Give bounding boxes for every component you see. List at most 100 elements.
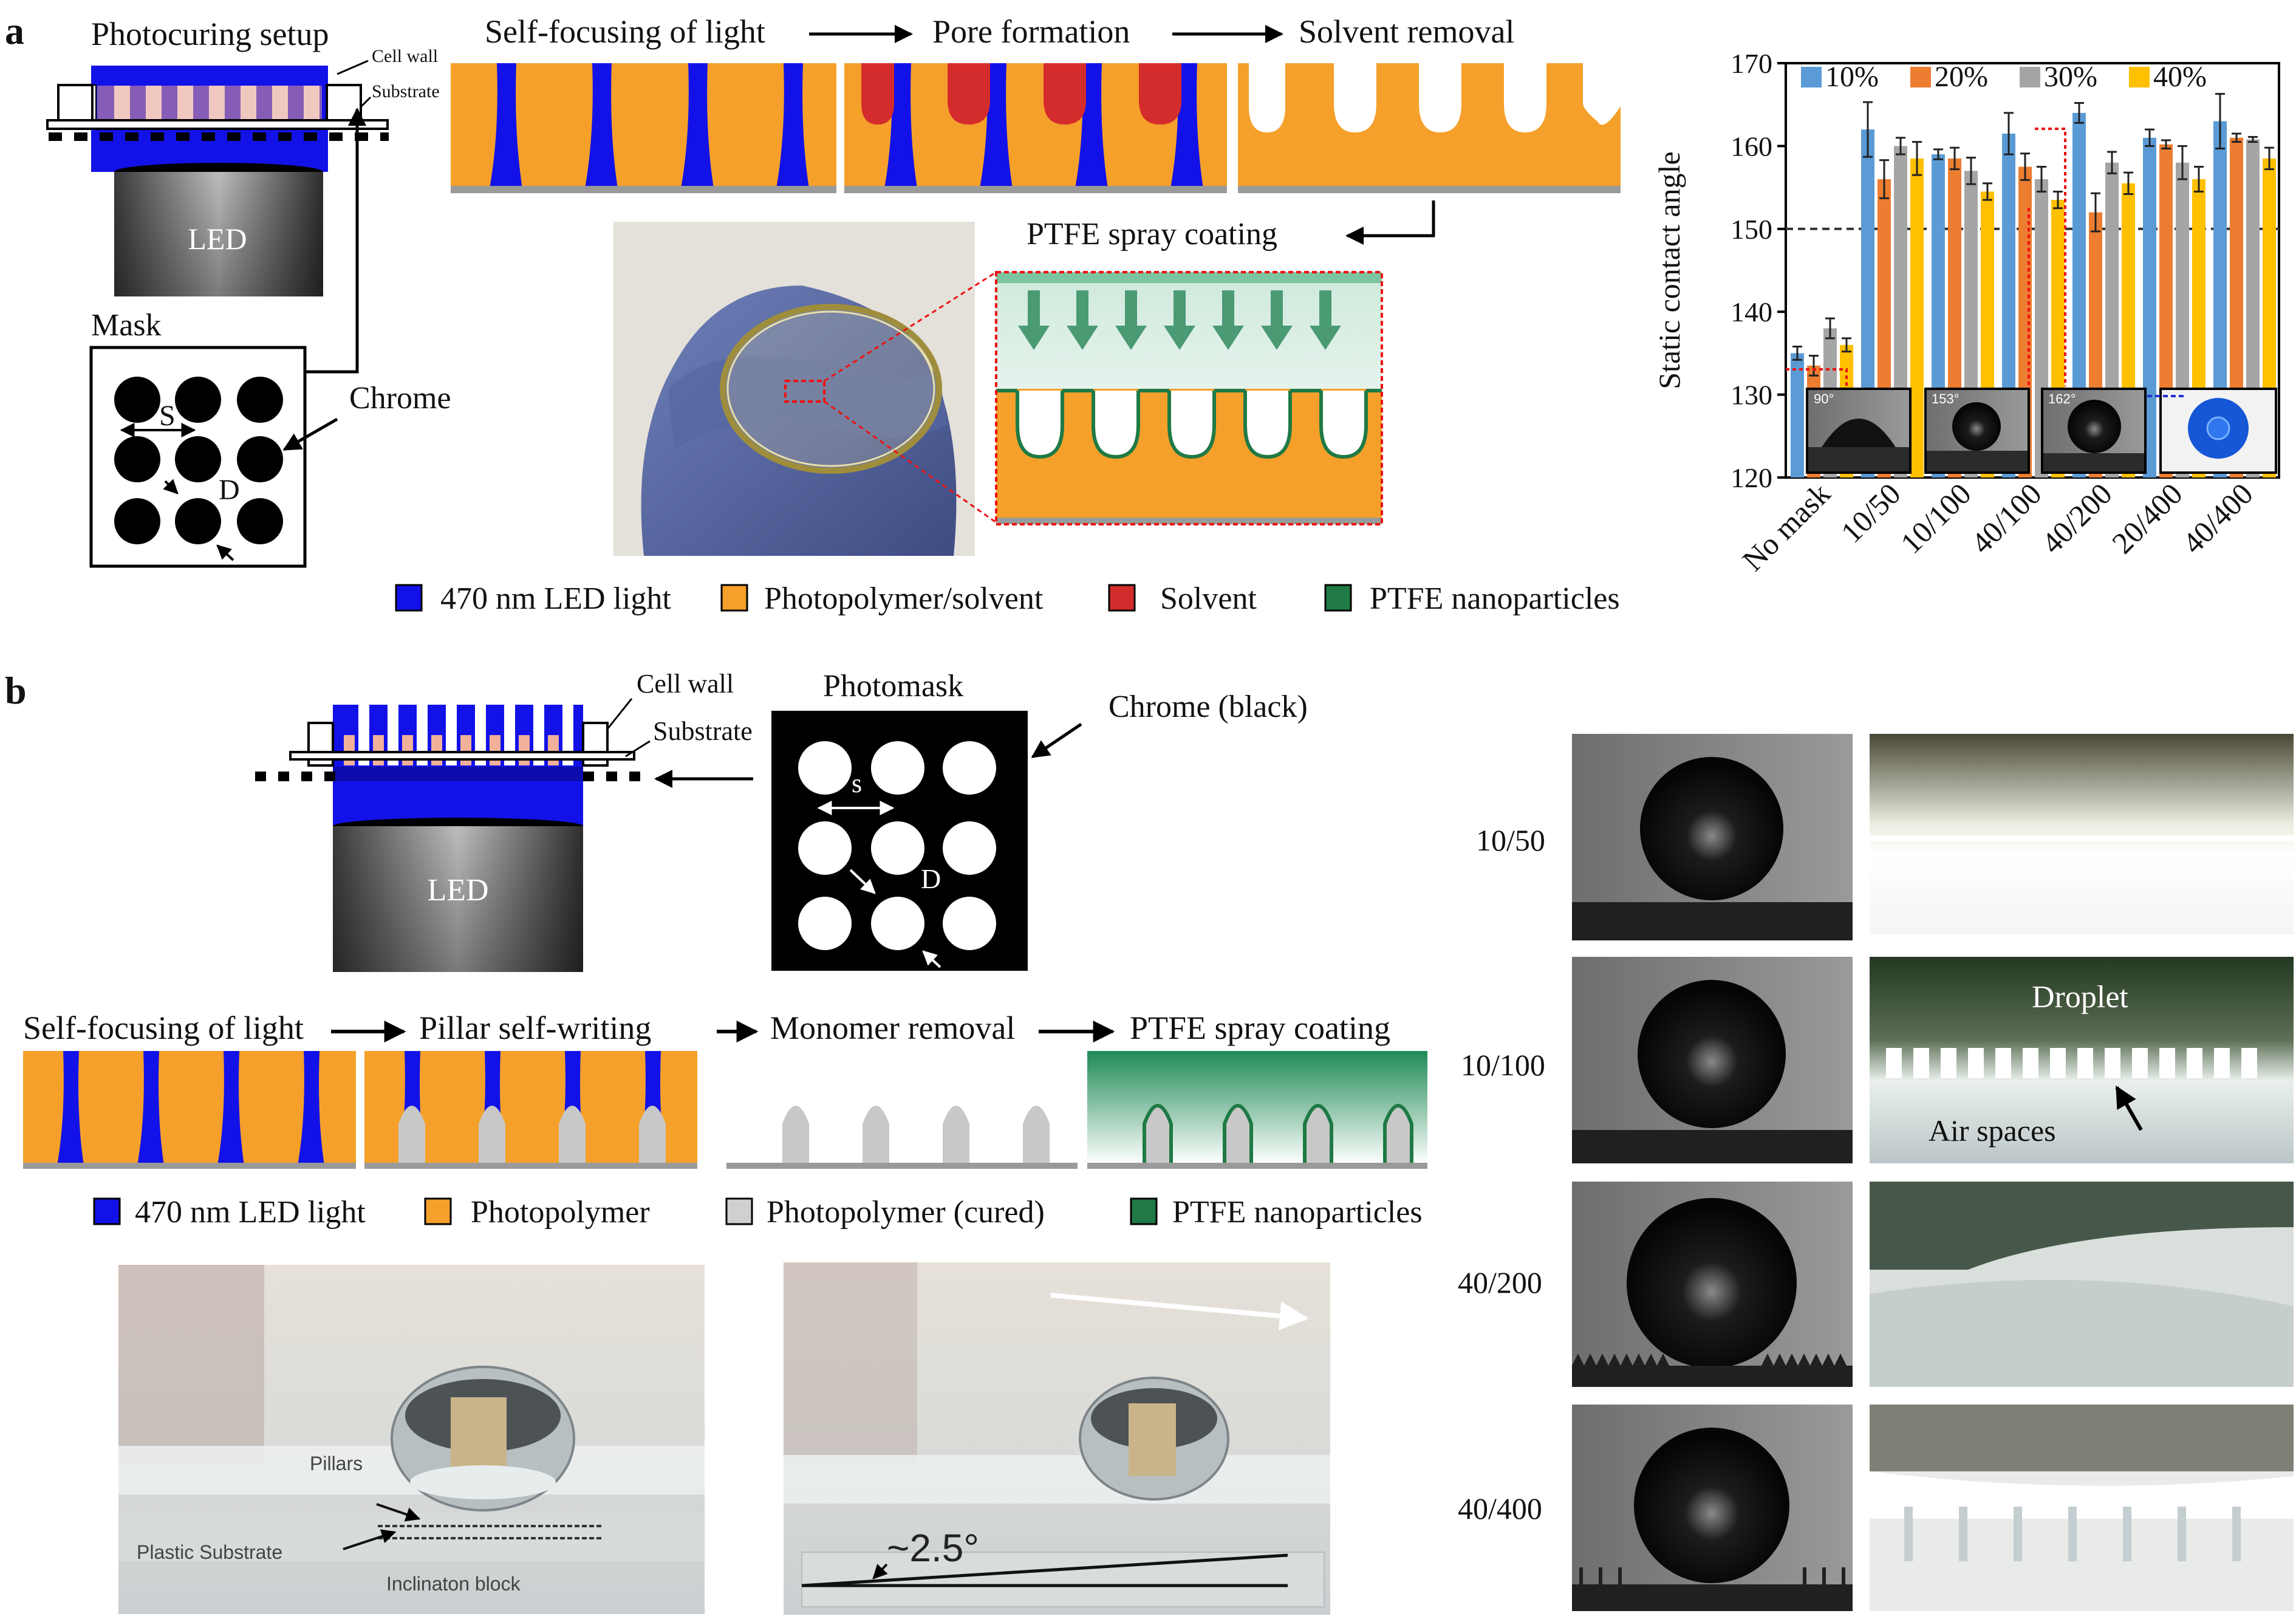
inset-blue-droplet — [2159, 388, 2277, 474]
ptfe-coating-schematic — [995, 271, 1383, 525]
legend-a-item-4: PTFE nanoparticles — [1370, 581, 1620, 616]
microscopy-grid: 10/50 10/100 40/200 40/400 — [1458, 734, 2294, 1611]
interface-micrograph-4 — [1870, 1405, 2294, 1611]
inset-angle-3: 162° — [2048, 391, 2076, 406]
b-step-3-monomer-removal — [726, 1106, 1078, 1169]
air-spaces-label: Air spaces — [1929, 1114, 2056, 1148]
mask-d-label: D — [219, 474, 240, 506]
legend-b: 470 nm LED light Photopolymer Photopolym… — [93, 1195, 1423, 1230]
x-tick-label: 40/100 — [1964, 476, 2048, 560]
b-step-2-pillar-writing — [364, 1051, 697, 1169]
legend-swatch — [2129, 67, 2150, 87]
photomask-diagram: s D — [771, 711, 1028, 971]
legend-b-item-4: PTFE nanoparticles — [1172, 1195, 1423, 1230]
inset-162: 162° — [2041, 388, 2147, 474]
legend-swatch — [1801, 67, 1822, 87]
b-step-2-label: Pillar self-writing — [419, 1010, 651, 1046]
panel-b-letter: b — [5, 669, 27, 712]
mask-diagram: S D Chrome — [89, 108, 451, 568]
cell-wall-label: Cell wall — [372, 46, 438, 66]
x-tick-label: 20/400 — [2105, 476, 2189, 560]
inset-angle-1: 90° — [1814, 391, 1834, 406]
mask-label: Mask — [91, 308, 162, 343]
legend-a-item-1: 470 nm LED light — [440, 581, 671, 616]
droplet-side-view-2 — [1572, 957, 1853, 1163]
legend-swatch — [1910, 67, 1931, 87]
bar — [1791, 353, 1804, 477]
y-tick-label: 130 — [1731, 380, 1772, 411]
y-tick-label: 140 — [1731, 296, 1772, 327]
photomask-label: Photomask — [823, 669, 963, 703]
inset-angle-2: 153° — [1932, 391, 1959, 406]
panel-b: b — [5, 669, 2294, 1615]
sample-photo — [613, 222, 975, 556]
plastic-substrate-label: Plastic Substrate — [137, 1541, 282, 1563]
legend-label: 10% — [1825, 61, 1879, 93]
droplet-photo-1: Pillars Plastic Substrate Inclinaton blo… — [118, 1265, 705, 1614]
legend-b-item-3: Photopolymer (cured) — [767, 1195, 1045, 1230]
legend-a-item-3: Solvent — [1160, 581, 1257, 616]
inset-153: 153° — [1924, 388, 2030, 474]
photomask-s-label: s — [852, 768, 862, 798]
ptfe-step-label: PTFE spray coating — [1027, 217, 1277, 252]
chrome-label: Chrome — [349, 381, 451, 416]
step-3-label: Solvent removal — [1299, 13, 1514, 50]
legend-b-item-2: Photopolymer — [471, 1195, 650, 1230]
interface-micrograph-1 — [1870, 734, 2294, 934]
x-tick-label: 10/100 — [1894, 476, 1978, 560]
legend-label: 40% — [2153, 61, 2207, 93]
droplet-label: Droplet — [2032, 980, 2128, 1015]
photocuring-setup-diagram-b: LED Cell wall Substrate — [255, 669, 753, 972]
substrate-label: Substrate — [372, 81, 440, 101]
b-step-3-label: Monomer removal — [770, 1010, 1015, 1046]
setup-title: Photocuring setup — [91, 16, 329, 52]
legend-label: 30% — [2044, 61, 2097, 93]
contact-angle-insets: 90° 153° 162° — [1786, 128, 2277, 474]
step-2-pore-formation — [844, 63, 1227, 193]
droplet-side-view-3 — [1572, 1182, 1853, 1387]
b-step-4-label: PTFE spray coating — [1130, 1010, 1390, 1046]
led-label: LED — [188, 222, 247, 256]
y-tick-label: 120 — [1731, 462, 1772, 493]
interface-micrograph-3 — [1870, 1182, 2294, 1387]
bar — [2072, 112, 2086, 478]
interface-micrograph-2: Droplet Air spaces — [1870, 957, 2294, 1163]
step-1-label: Self-focusing of light — [485, 13, 765, 50]
legend-a-item-2: Photopolymer/solvent — [764, 581, 1044, 616]
pillars-label: Pillars — [310, 1453, 363, 1474]
led-label-b: LED — [427, 873, 488, 908]
x-tick-label: 40/400 — [2176, 476, 2260, 560]
tilt-angle-label: ~2.5° — [887, 1526, 979, 1570]
droplet-side-view-4 — [1572, 1405, 1853, 1611]
mask-s-label: S — [159, 400, 176, 432]
droplet-side-view-1 — [1572, 734, 1853, 940]
y-tick-label: 160 — [1731, 131, 1772, 162]
droplet-photo-2: ~2.5° — [784, 1262, 1330, 1615]
legend-b-item-1: 470 nm LED light — [135, 1195, 366, 1230]
plot-frame — [1785, 62, 2280, 479]
row-label-3: 40/200 — [1458, 1265, 1542, 1299]
y-axis-label: Static contact angle — [1652, 151, 1686, 389]
photomask-d-label: D — [921, 863, 941, 894]
y-tick-label: 150 — [1731, 214, 1772, 245]
row-label-4: 40/400 — [1458, 1491, 1542, 1525]
b-step-1-self-focusing — [23, 1051, 356, 1169]
legend-a: 470 nm LED light Photopolymer/solvent So… — [395, 581, 1620, 616]
b-step-1-label: Self-focusing of light — [23, 1010, 304, 1046]
photocuring-setup-diagram: LED Cell wall Substrate — [46, 46, 440, 296]
photomask-chrome-label: Chrome (black) — [1109, 690, 1308, 724]
row-label-2: 10/100 — [1461, 1048, 1545, 1082]
bar — [1910, 158, 1924, 477]
y-tick-label: 170 — [1731, 48, 1772, 79]
substrate-label-b: Substrate — [653, 716, 753, 746]
step-2-label: Pore formation — [932, 13, 1130, 50]
legend-label: 20% — [1935, 61, 1988, 93]
step-3-solvent-removal — [1238, 63, 1621, 193]
b-step-4-ptfe-coating — [1087, 1051, 1427, 1169]
inset-90: 90° — [1806, 388, 1912, 474]
step-1-self-focusing — [451, 63, 836, 193]
inclination-block-label: Inclinaton block — [386, 1573, 521, 1595]
x-tick-label: 40/200 — [2035, 476, 2119, 560]
